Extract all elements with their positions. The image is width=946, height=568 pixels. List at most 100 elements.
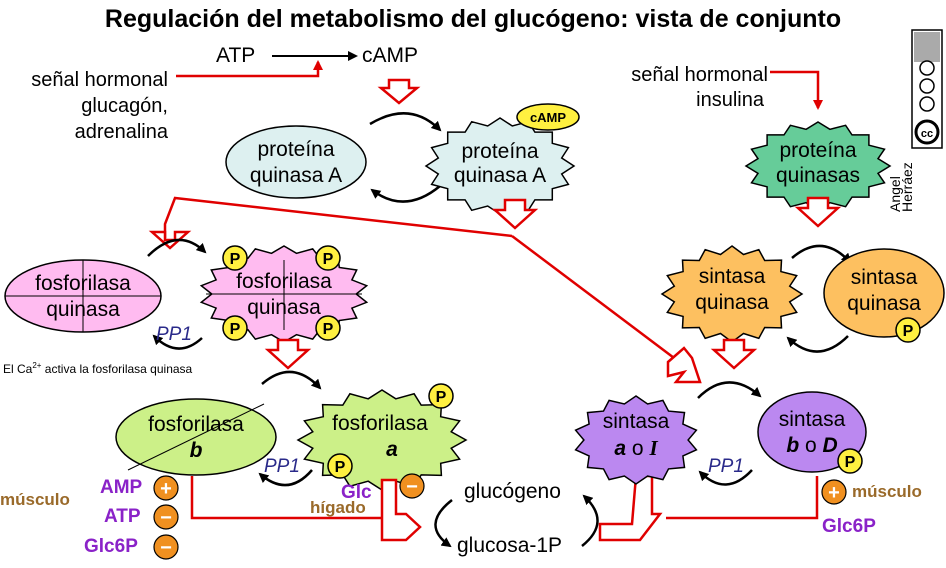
- synthase-kinase-inactive-line-1: sintasa: [851, 266, 918, 289]
- glucose-1p-label: glucosa-1P: [457, 534, 562, 557]
- pka-hub-arrow: [491, 198, 539, 230]
- phk-phospho-2: P: [315, 245, 341, 271]
- sa-icon: [919, 60, 935, 76]
- pka-activate-cycle-arrow: [369, 112, 442, 132]
- glc6p-left-label: Glc6P: [84, 536, 138, 557]
- pka-deactivate-cycle-arrow: [370, 185, 441, 203]
- phk-pp1-label: PP1: [156, 324, 192, 345]
- phk-phospho-4: P: [315, 315, 341, 341]
- pka-to-synthase-line: [511, 235, 691, 371]
- phk-active-line-1: fosforilasa: [236, 270, 332, 293]
- synthase-b-forms: b o D: [786, 434, 837, 457]
- svg-text:P: P: [323, 251, 334, 268]
- left-signal-line-2: glucagón,: [81, 95, 168, 117]
- synthase-kinase-inactive-line-2: quinasa: [847, 292, 921, 315]
- phosphorylase-deactivate-cycle-arrow: [258, 469, 313, 487]
- synthase-a-forms: a o I: [614, 436, 658, 460]
- liver-label: hígado: [310, 498, 366, 517]
- pka-to-phk-line: [163, 196, 513, 238]
- svg-text:−: −: [406, 476, 418, 498]
- glycogen-to-g1p-arrow: [434, 499, 453, 548]
- phk-inactive-line-2: quinasa: [46, 298, 120, 321]
- svg-text:−: −: [160, 537, 172, 559]
- phosphorylase-pp1-label: PP1: [264, 456, 300, 477]
- synthase-pp1-label: PP1: [708, 456, 744, 477]
- right-muscle-label: músculo: [852, 482, 922, 501]
- synthase-a-name: sintasa: [603, 410, 670, 433]
- svg-text:P: P: [230, 251, 241, 268]
- synthase-kinase-inactive: [823, 248, 945, 338]
- glycogen-label: glucógeno: [464, 480, 561, 503]
- svg-text:P: P: [230, 321, 241, 338]
- pka-active-line-1: proteína: [461, 140, 538, 163]
- svg-text:P: P: [903, 323, 914, 340]
- atp-label: ATP: [216, 44, 255, 67]
- synthase-kinase-phospho: P: [895, 317, 921, 343]
- phosphorylase-a-to-glycogen-arrow: [380, 478, 422, 542]
- cc-icon: [914, 119, 940, 145]
- svg-text:P: P: [323, 321, 334, 338]
- phk-phospho-3: P: [222, 315, 248, 341]
- diagram-title: Regulación del metabolismo del glucógeno…: [105, 5, 841, 33]
- left-signal-line-3: adrenalina: [75, 121, 169, 143]
- synthase-b-to-glycogen-line: [666, 476, 819, 520]
- phosphorylase-a-name: fosforilasa: [332, 412, 428, 435]
- phk-inactive-line-1: fosforilasa: [35, 272, 131, 295]
- amp-plus-icon: +: [153, 475, 179, 501]
- synthase-kinase-deactivate-arrow: [791, 244, 852, 264]
- pka-inactive-line-1: proteína: [257, 138, 334, 161]
- svg-text:P: P: [845, 454, 856, 471]
- pka-synthase-arrow: [666, 346, 702, 384]
- amp-label: AMP: [100, 477, 143, 498]
- protein-kinases-line-1: proteína: [779, 139, 856, 162]
- synthase-a-to-glycogen-arrow: [598, 474, 663, 542]
- glc6p-left-minus-icon: −: [153, 534, 179, 560]
- right-signal-arrow: [770, 70, 823, 110]
- synthase-kinase-active-line-2: quinasa: [695, 291, 769, 314]
- pka-inactive: [225, 125, 367, 199]
- by-icon: [919, 96, 935, 112]
- svg-text:−: −: [160, 507, 172, 529]
- synthase-b-phospho: P: [837, 448, 863, 474]
- calcium-note: El Ca2+ activa la fosforilasa quinasa: [3, 361, 193, 376]
- camp-badge-label: cAMP: [530, 110, 566, 125]
- phosphorylase-a-phospho-1: P: [428, 383, 454, 409]
- synthase-kinase-active-line-1: sintasa: [699, 265, 766, 288]
- glc6p-right-plus-icon: +: [821, 479, 847, 505]
- svg-text:+: +: [828, 482, 840, 504]
- glc6p-right-label: Glc6P: [822, 516, 876, 537]
- license-top-band: [914, 32, 940, 62]
- atp-effector-label: ATP: [104, 506, 141, 527]
- phosphorylase-a-phospho-2: P: [327, 453, 353, 479]
- camp-badge: [516, 103, 580, 131]
- camp-activation-arrow: [377, 78, 421, 105]
- svg-text:+: +: [160, 478, 172, 500]
- phosphorylase-b-name: fosforilasa: [148, 413, 244, 436]
- phosphorylase-a-letter: a: [386, 438, 398, 461]
- atp-minus-icon: −: [153, 504, 179, 530]
- left-signal-line-1: señal hormonal: [31, 69, 168, 91]
- right-signal-line-1: señal hormonal: [631, 64, 768, 86]
- cc-icon-glyph: cc: [921, 128, 933, 140]
- phk-deactivate-cycle-arrow: [152, 334, 203, 350]
- pka-inactive-line-2: quinasa A: [250, 164, 342, 187]
- phk-to-phosphorylase-arrow: [264, 338, 312, 370]
- g1p-to-glycogen-arrow: [581, 494, 599, 547]
- phosphorylase-b-divider: [127, 403, 265, 471]
- synthase-a-I: [574, 395, 698, 485]
- protein-kinases-line-2: quinasas: [776, 164, 860, 187]
- nc-icon: [919, 78, 935, 94]
- svg-text:P: P: [335, 459, 346, 476]
- phk-phospho-1: P: [222, 245, 248, 271]
- glc-minus-icon: −: [399, 473, 425, 499]
- synthase-activate-arrow: [698, 469, 753, 486]
- synthase-kinase-activate-arrow: [786, 335, 849, 353]
- author-line-2: Herráez: [899, 162, 915, 212]
- svg-text:P: P: [436, 389, 447, 406]
- author-line-1: Angel: [887, 176, 903, 212]
- phosphorylase-b-letter: b: [190, 439, 203, 462]
- left-signal-arrow: [176, 60, 323, 78]
- left-muscle-label: músculo: [0, 490, 70, 509]
- right-signal-line-2: insulina: [696, 89, 765, 111]
